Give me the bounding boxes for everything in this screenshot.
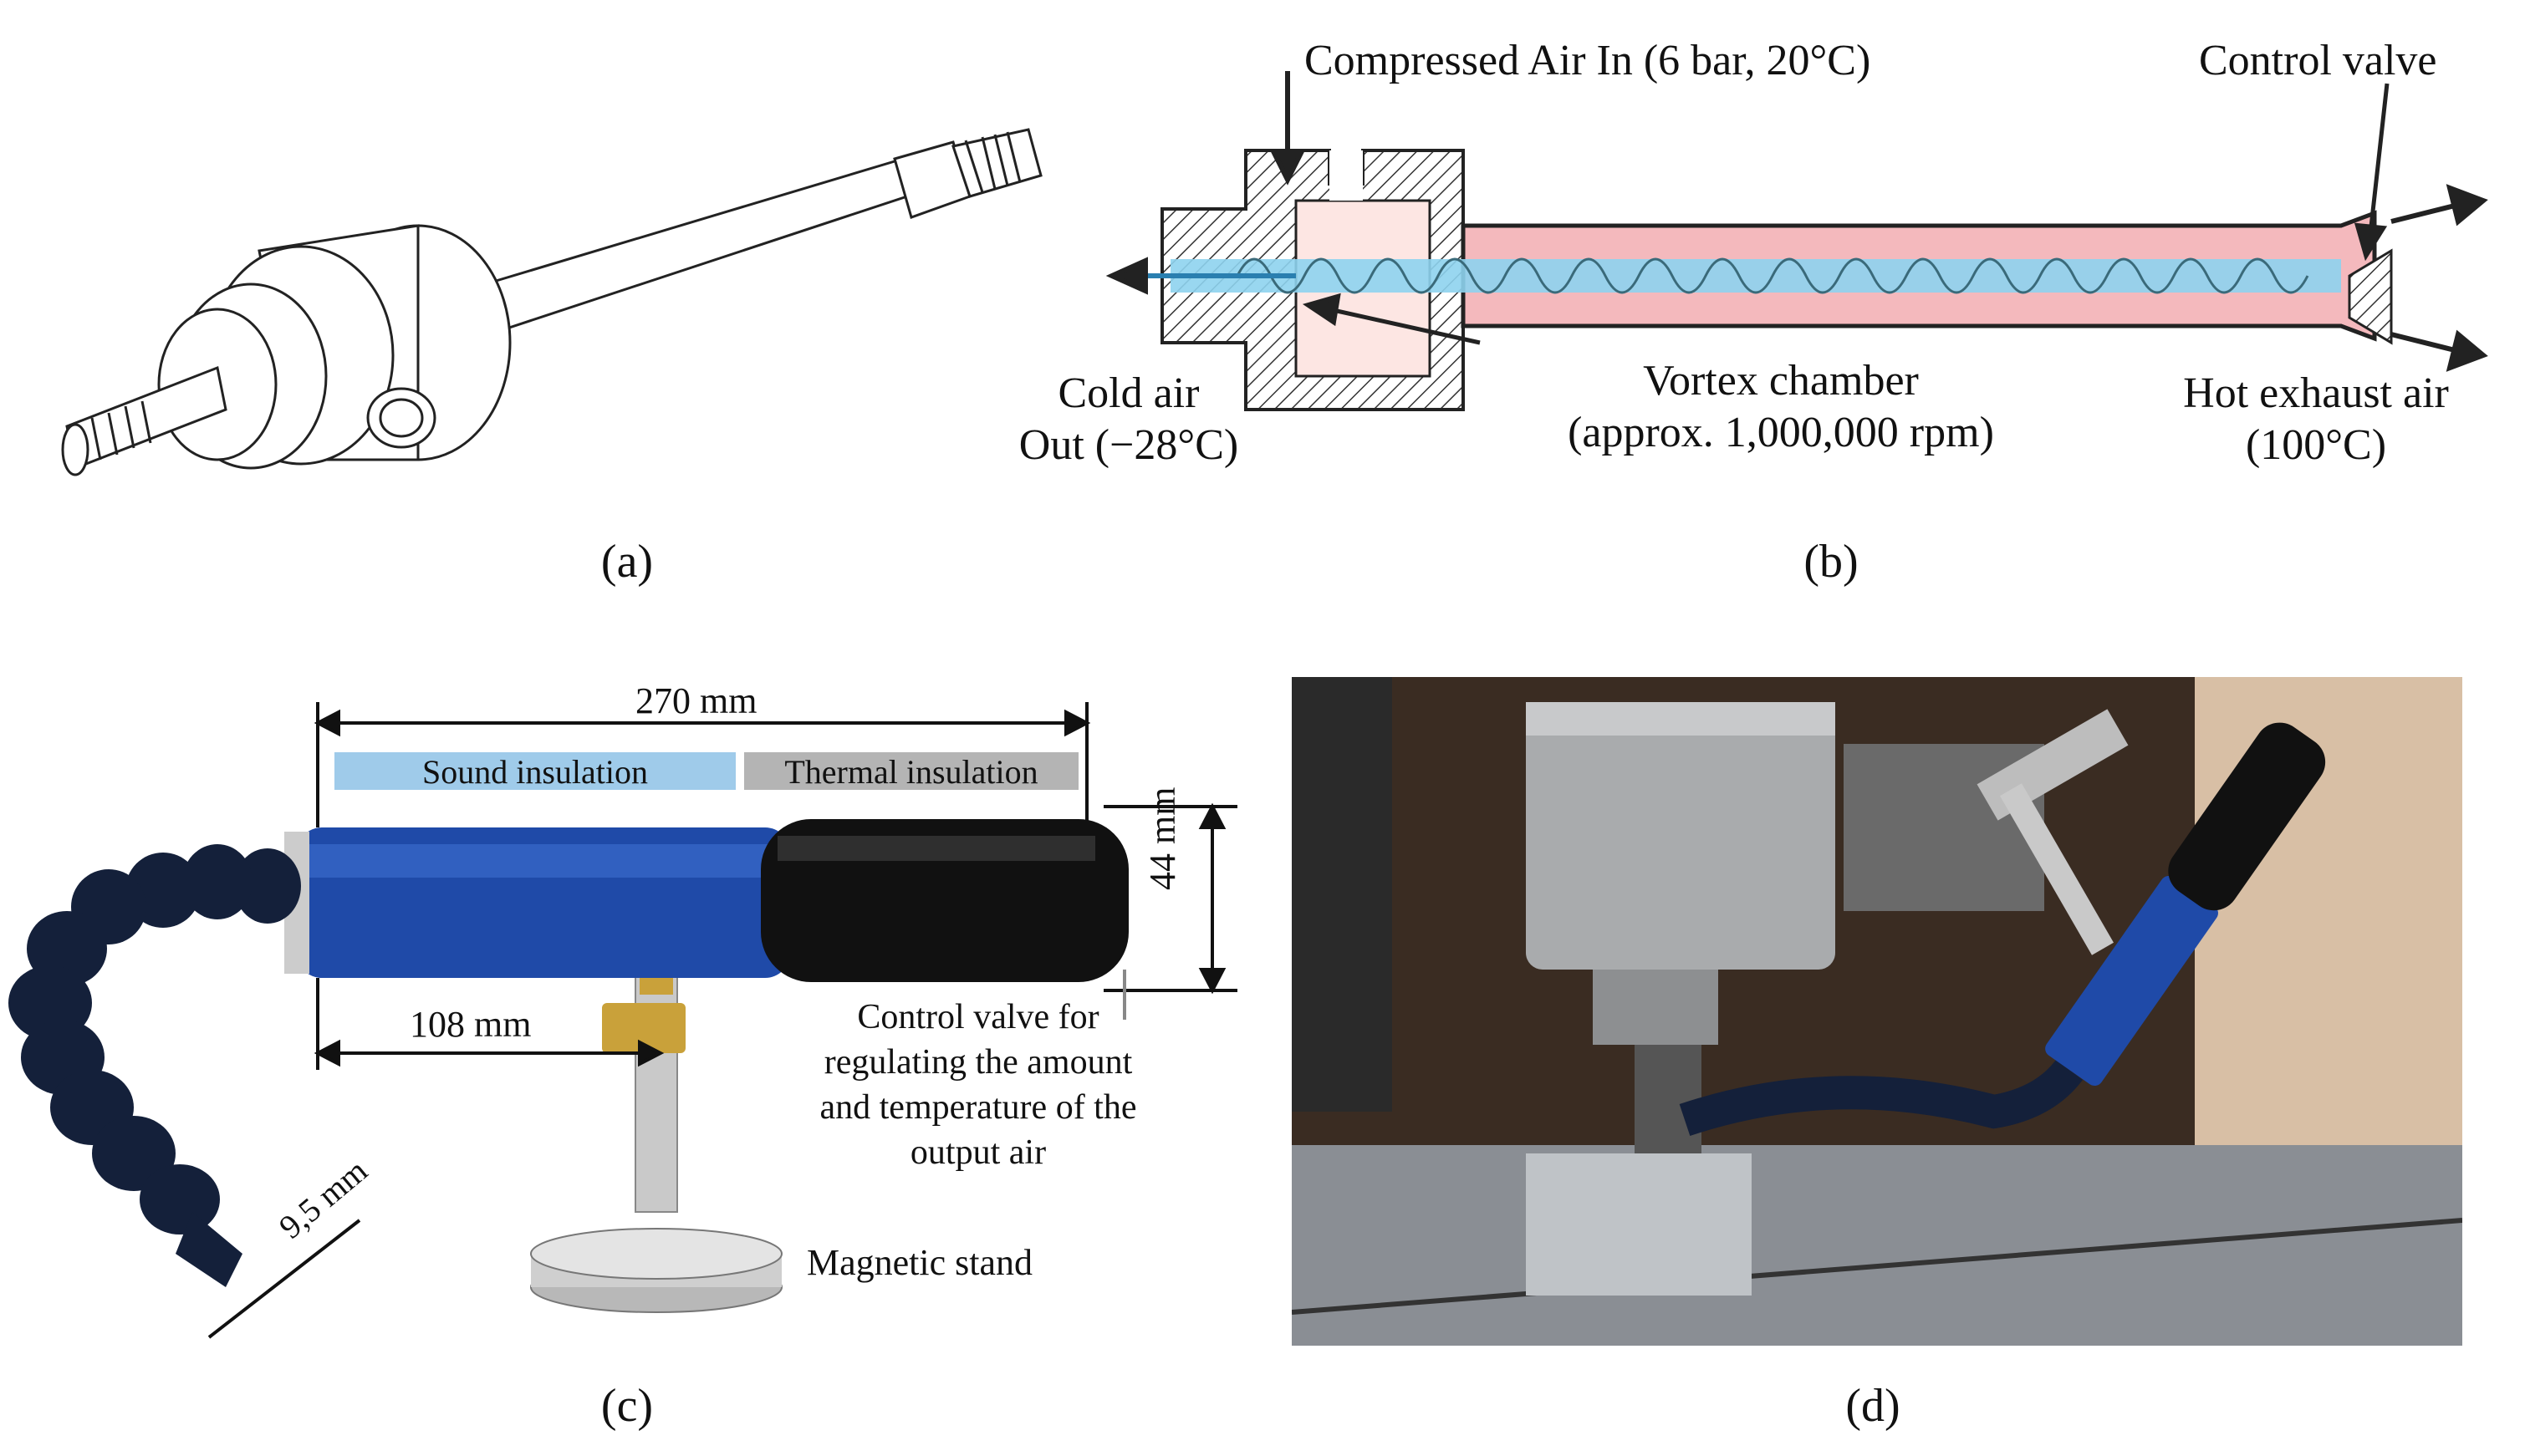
hot-line-2: (100°C)	[2245, 421, 2387, 469]
length-dimension: 270 mm	[635, 680, 758, 721]
vortex-line-2: (approx. 1,000,000 rpm)	[1568, 409, 1994, 456]
valve-line-2: regulating the amount	[824, 1043, 1133, 1082]
control-valve-label: Control valve	[2199, 37, 2437, 84]
caption-d: (d)	[1845, 1380, 1900, 1432]
valve-line-1: Control valve for	[857, 998, 1099, 1036]
cold-air-line-1: Cold air	[1058, 369, 1200, 417]
magnetic-stand-label: Magnetic stand	[807, 1242, 1033, 1283]
caption-c: (c)	[600, 1380, 654, 1432]
valve-line-4: output air	[910, 1133, 1047, 1172]
cold-air-line-2: Out (−28°C)	[1018, 421, 1239, 469]
vortex-line-1: Vortex chamber	[1643, 357, 1919, 405]
vortex-tube-product-illustration	[8, 702, 1237, 1339]
caption-a: (a)	[600, 536, 654, 588]
valve-line-3: and temperature of the	[819, 1088, 1137, 1127]
air-in-label: Compressed Air In (6 bar, 20°C)	[1304, 37, 1871, 84]
caption-b: (b)	[1803, 536, 1859, 588]
machining-setup-photo	[1292, 677, 2462, 1346]
diameter-dimension: 44 mm	[1142, 787, 1183, 890]
vortex-chamber-label: Vortex chamber (approx. 1,000,000 rpm)	[1497, 355, 2065, 459]
sound-insulation-label: Sound insulation	[421, 753, 649, 791]
vortex-tube-line-drawing	[61, 128, 1043, 476]
vortex-tube-schematic	[1105, 71, 2488, 411]
cold-air-label: Cold air Out (−28°C)	[978, 368, 1279, 471]
hot-line-1: Hot exhaust air	[2183, 369, 2449, 417]
thermal-insulation-label: Thermal insulation	[784, 753, 1038, 791]
offset-dimension: 108 mm	[410, 1004, 532, 1045]
control-valve-description: Control valve for regulating the amount …	[736, 995, 1221, 1175]
hot-exhaust-label: Hot exhaust air (100°C)	[2132, 368, 2500, 471]
